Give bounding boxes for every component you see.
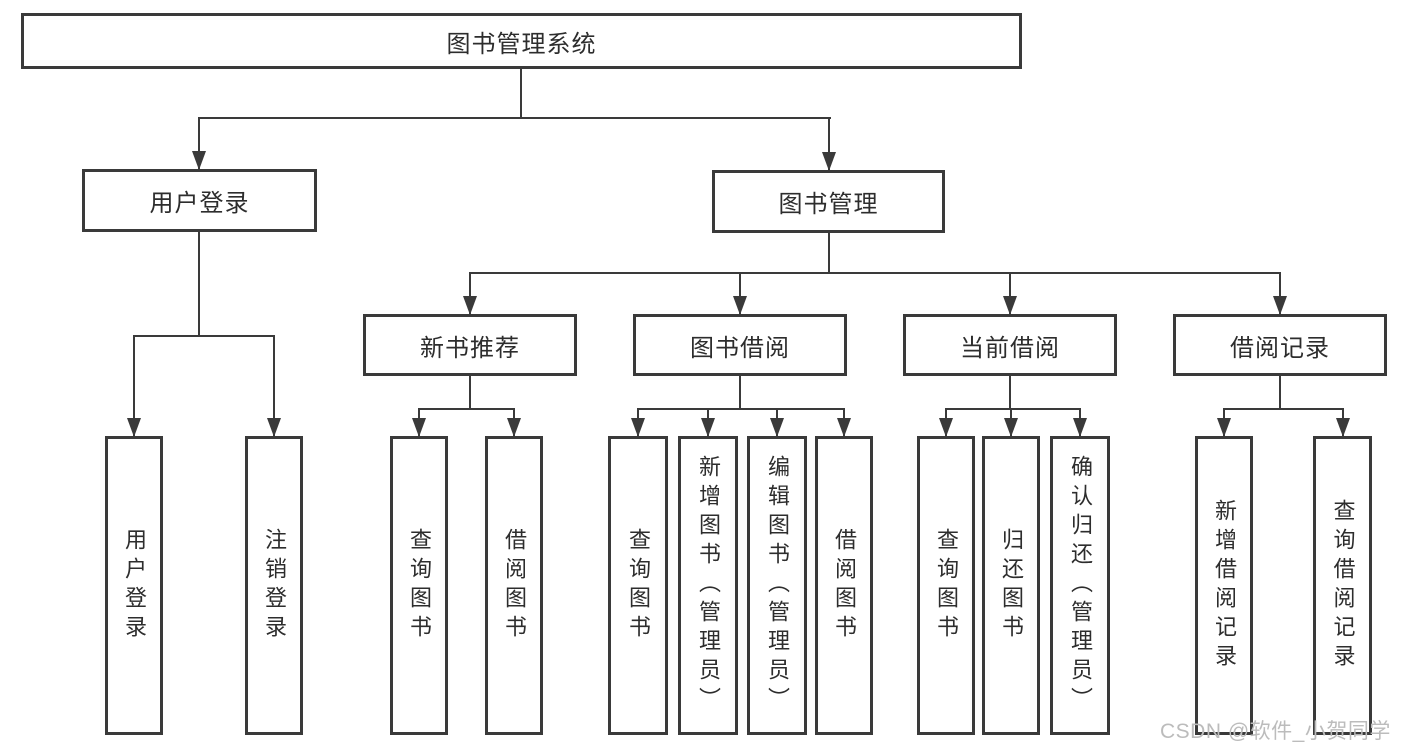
node-leaf-logout: 注销登录 [245,436,303,735]
node-leaf-logout-label: 注销登录 [262,527,287,644]
arrow-down-nbr-borrow [513,408,515,436]
node-leaf-br-query-record: 查询借阅记录 [1313,436,1372,735]
node-root-label: 图书管理系统 [446,30,597,58]
watermark: CSDN @软件_小贺同学 [1160,720,1391,743]
node-new-book-recommend: 新书推荐 [363,314,577,376]
arrow-down-cb-confirm [1079,408,1081,436]
node-leaf-bb-edit-books: 编辑图书（管理员） [747,436,807,735]
arrow-down-bb-edit [776,408,778,436]
node-current-borrow-label: 当前借阅 [960,334,1060,362]
arrow-down-bb-query [637,408,639,436]
node-leaf-bb-query-books-label: 查询图书 [626,527,651,644]
node-leaf-bb-add-books-label: 新增图书（管理员） [696,455,721,716]
connector-cb-stem [1009,376,1011,408]
node-leaf-user-login-label: 用户登录 [122,527,147,644]
node-leaf-br-query-record-label: 查询借阅记录 [1330,498,1356,673]
node-leaf-cb-query-books-label: 查询图书 [934,527,959,644]
node-leaf-cb-return-books-label: 归还图书 [999,527,1024,644]
node-leaf-cb-return-books: 归还图书 [982,436,1040,735]
arrow-down-new-book-recommend [469,272,471,314]
arrow-down-br-query [1342,408,1344,436]
connector-user-login-stem [198,232,200,335]
connector-bb-stem [739,376,741,408]
node-leaf-cb-query-books: 查询图书 [917,436,975,735]
connector-root-bar [199,117,831,119]
node-leaf-nbr-borrow-books: 借阅图书 [485,436,543,735]
node-book-management-label: 图书管理 [778,191,879,218]
node-book-borrow-label: 图书借阅 [690,334,790,362]
connector-nbr-bar [419,408,514,410]
arrow-down-user-login [198,117,200,169]
connector-nbr-stem [469,376,471,408]
node-leaf-br-add-record-label: 新增借阅记录 [1212,498,1237,673]
arrow-down-bb-add [707,408,709,436]
node-user-login-label: 用户登录 [149,190,250,217]
arrow-down-cb-return [1010,408,1012,436]
connector-user-login-bar [134,335,275,337]
node-borrow-records-label: 借阅记录 [1230,334,1330,362]
arrow-down-leaf-logout [273,335,275,436]
node-borrow-records: 借阅记录 [1173,314,1387,376]
connector-book-management-stem [828,233,830,272]
node-leaf-br-add-record: 新增借阅记录 [1195,436,1253,735]
arrow-down-leaf-user-login [133,335,135,436]
node-book-management: 图书管理 [712,170,945,233]
node-leaf-cb-confirm-return: 确认归还（管理员） [1050,436,1110,735]
node-leaf-nbr-query-books-label: 查询图书 [407,527,432,644]
node-leaf-bb-query-books: 查询图书 [608,436,668,735]
arrow-down-br-add [1223,408,1225,436]
node-leaf-bb-borrow-books: 借阅图书 [815,436,873,735]
arrow-down-book-borrow [739,272,741,314]
node-leaf-user-login: 用户登录 [105,436,163,735]
connector-br-stem [1279,376,1281,408]
node-new-book-recommend-label: 新书推荐 [420,334,520,362]
connector-root-stem [520,69,522,117]
arrow-down-cb-query [945,408,947,436]
connector-book-management-bar [470,272,1281,274]
connector-br-bar [1224,408,1343,410]
node-book-borrow: 图书借阅 [633,314,847,376]
connector-cb-bar [946,408,1080,410]
node-user-login: 用户登录 [82,169,317,232]
node-leaf-bb-borrow-books-label: 借阅图书 [832,527,857,644]
arrow-down-book-management [828,117,830,170]
node-leaf-bb-edit-books-label: 编辑图书（管理员） [765,455,790,716]
arrow-down-borrow-records [1279,272,1281,314]
node-leaf-nbr-query-books: 查询图书 [390,436,448,735]
arrow-down-current-borrow [1009,272,1011,314]
node-current-borrow: 当前借阅 [903,314,1117,376]
connector-bb-bar [638,408,844,410]
node-root: 图书管理系统 [21,13,1022,69]
node-leaf-cb-confirm-return-label: 确认归还（管理员） [1068,455,1093,716]
arrow-down-bb-borrow [843,408,845,436]
node-leaf-bb-add-books: 新增图书（管理员） [678,436,738,735]
node-leaf-nbr-borrow-books-label: 借阅图书 [502,527,527,644]
arrow-down-nbr-query [418,408,420,436]
